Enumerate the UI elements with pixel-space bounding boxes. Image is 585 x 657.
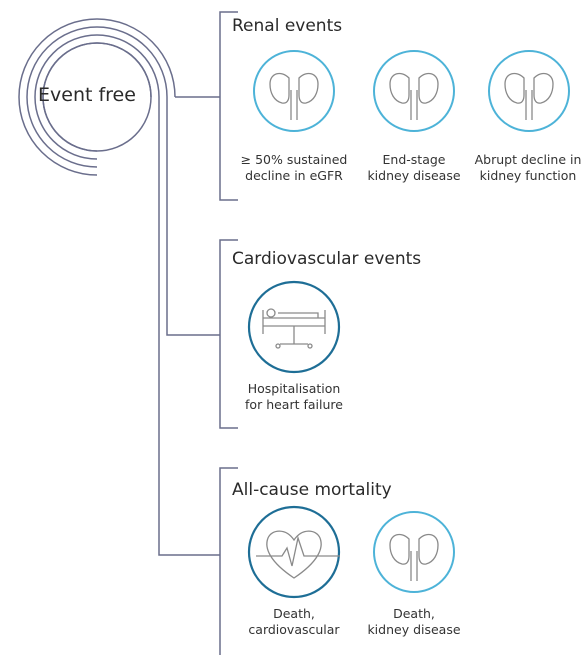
- connector-cardio: [166, 97, 220, 336]
- start-node-circle: [42, 42, 152, 152]
- spiral-arc-3: [34, 34, 160, 160]
- spiral-arc-2: [26, 26, 168, 168]
- kidney-icon: [389, 72, 439, 120]
- bracket-renal: [219, 11, 238, 201]
- kidney-icon: [504, 72, 554, 120]
- bracket-mortality: [219, 467, 238, 655]
- connector-mortality: [158, 97, 220, 556]
- start-node-label: Event free: [38, 84, 136, 106]
- item-circle-renal-3: [488, 50, 570, 132]
- section-brackets: [219, 11, 238, 655]
- section-title-cardio: Cardiovascular events: [232, 249, 422, 269]
- caption-line: Abrupt decline in: [474, 152, 582, 167]
- kidney-icon: [269, 72, 319, 120]
- section-title-renal: Renal events: [232, 16, 343, 36]
- caption-line: End-stage: [382, 152, 446, 167]
- item-circle-renal-2: [373, 50, 455, 132]
- heartbeat-icon: [256, 530, 340, 579]
- caption-renal-3: Abrupt decline in kidney function: [472, 152, 584, 184]
- caption-line: decline in eGFR: [245, 168, 343, 183]
- caption-line: kidney disease: [367, 168, 461, 183]
- item-circle-cardio-1: [247, 280, 341, 374]
- item-circle-mortality-2: [373, 511, 455, 593]
- caption-line: kidney function: [479, 168, 577, 183]
- caption-renal-2: End-stage kidney disease: [354, 152, 474, 184]
- caption-line: ≥ 50% sustained: [240, 152, 348, 167]
- bracket-cardio: [219, 239, 238, 429]
- spiral-arc-1: [18, 18, 176, 176]
- item-circle-mortality-1: [247, 505, 341, 599]
- hospital-bed-icon: [262, 308, 326, 349]
- start-spiral: [18, 18, 176, 176]
- connectors: [158, 96, 220, 556]
- caption-line: Death,: [393, 606, 435, 621]
- kidney-icon: [389, 533, 439, 581]
- caption-renal-1: ≥ 50% sustained decline in eGFR: [234, 152, 354, 184]
- caption-line: kidney disease: [367, 622, 461, 637]
- caption-line: Death,: [273, 606, 315, 621]
- caption-mortality-2: Death, kidney disease: [354, 606, 474, 638]
- section-title-mortality: All-cause mortality: [232, 480, 392, 500]
- caption-mortality-1: Death, cardiovascular: [234, 606, 354, 638]
- caption-line: cardiovascular: [248, 622, 340, 637]
- caption-cardio-1: Hospitalisation for heart failure: [234, 381, 354, 413]
- caption-line: Hospitalisation: [247, 381, 341, 396]
- item-circle-renal-1: [253, 50, 335, 132]
- caption-line: for heart failure: [245, 397, 343, 412]
